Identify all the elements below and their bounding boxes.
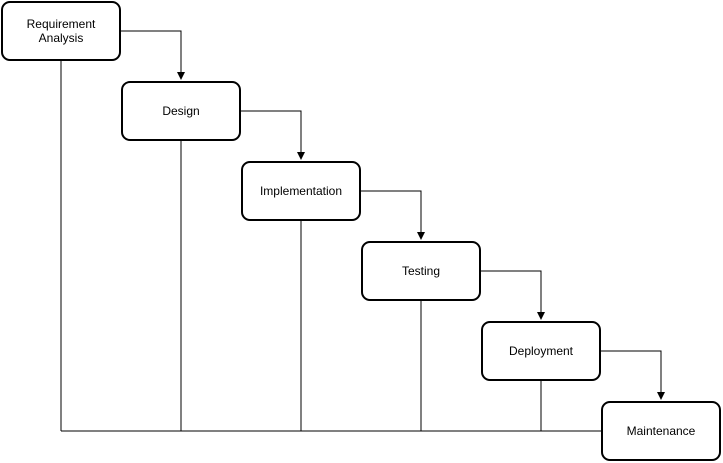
stage-design: Design	[121, 81, 241, 141]
stage-deployment: Deployment	[481, 321, 601, 381]
arrow-design-to-implementation	[241, 110, 305, 160]
stage-label: Maintenance	[626, 424, 696, 438]
arrow-requirement-to-design	[121, 30, 185, 80]
arrow-testing-to-deployment	[481, 270, 545, 320]
stage-label: Testing	[401, 264, 441, 278]
stage-maintenance: Maintenance	[601, 401, 721, 461]
arrow-implementation-to-testing	[361, 190, 425, 240]
stage-label: Deployment	[508, 344, 574, 358]
stage-label: Implementation	[259, 184, 343, 198]
stage-requirement-analysis: Requirement Analysis	[1, 1, 121, 61]
stage-implementation: Implementation	[241, 161, 361, 221]
stage-label: Design	[162, 104, 200, 118]
stage-testing: Testing	[361, 241, 481, 301]
arrow-deployment-to-maintenance	[601, 350, 665, 400]
stage-label: Requirement Analysis	[26, 17, 96, 45]
